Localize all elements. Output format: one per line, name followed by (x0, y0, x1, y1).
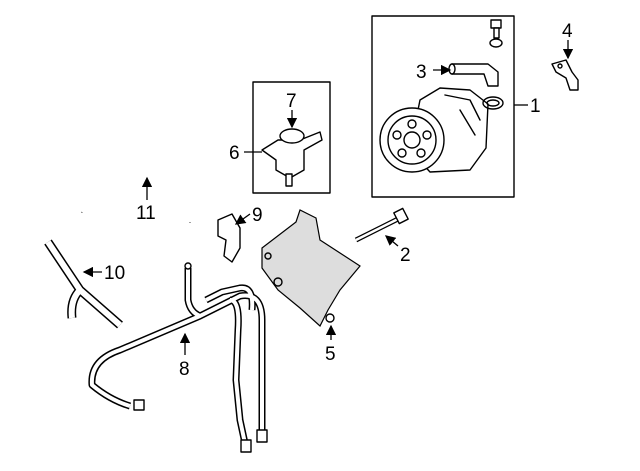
pump-box (371, 15, 515, 198)
callout-5[interactable]: 5 (325, 344, 336, 365)
callout-8[interactable]: 8 (179, 359, 190, 380)
clip-9[interactable] (217, 213, 241, 263)
reservoir-box (252, 81, 331, 194)
o-ring[interactable] (482, 96, 504, 110)
reservoir[interactable] (261, 128, 323, 187)
callout-9[interactable]: 9 (252, 205, 263, 226)
bracket-5[interactable] (261, 209, 361, 327)
power-steering-pump[interactable] (379, 87, 489, 173)
bolt-2[interactable] (354, 207, 409, 243)
bolt-top[interactable] (489, 19, 503, 48)
callout-3[interactable]: 3 (416, 62, 427, 83)
leader-2 (385, 235, 399, 247)
callout-11[interactable]: 11 (136, 203, 156, 224)
leader-9 (234, 213, 251, 225)
callout-6[interactable]: 6 (229, 143, 240, 164)
pump-assembly-group (371, 15, 528, 198)
callout-7[interactable]: 7 (286, 91, 297, 112)
bracket-4[interactable] (551, 59, 579, 91)
callout-4[interactable]: 4 (562, 21, 573, 42)
inlet-fitting[interactable] (448, 63, 499, 87)
pressure-hose-8[interactable] (88, 262, 268, 453)
callout-2[interactable]: 2 (400, 245, 411, 266)
reservoir-group (244, 81, 331, 194)
callout-10[interactable]: 10 (104, 263, 125, 284)
callout-1[interactable]: 1 (530, 96, 541, 117)
o-ring-inner (486, 99, 500, 107)
